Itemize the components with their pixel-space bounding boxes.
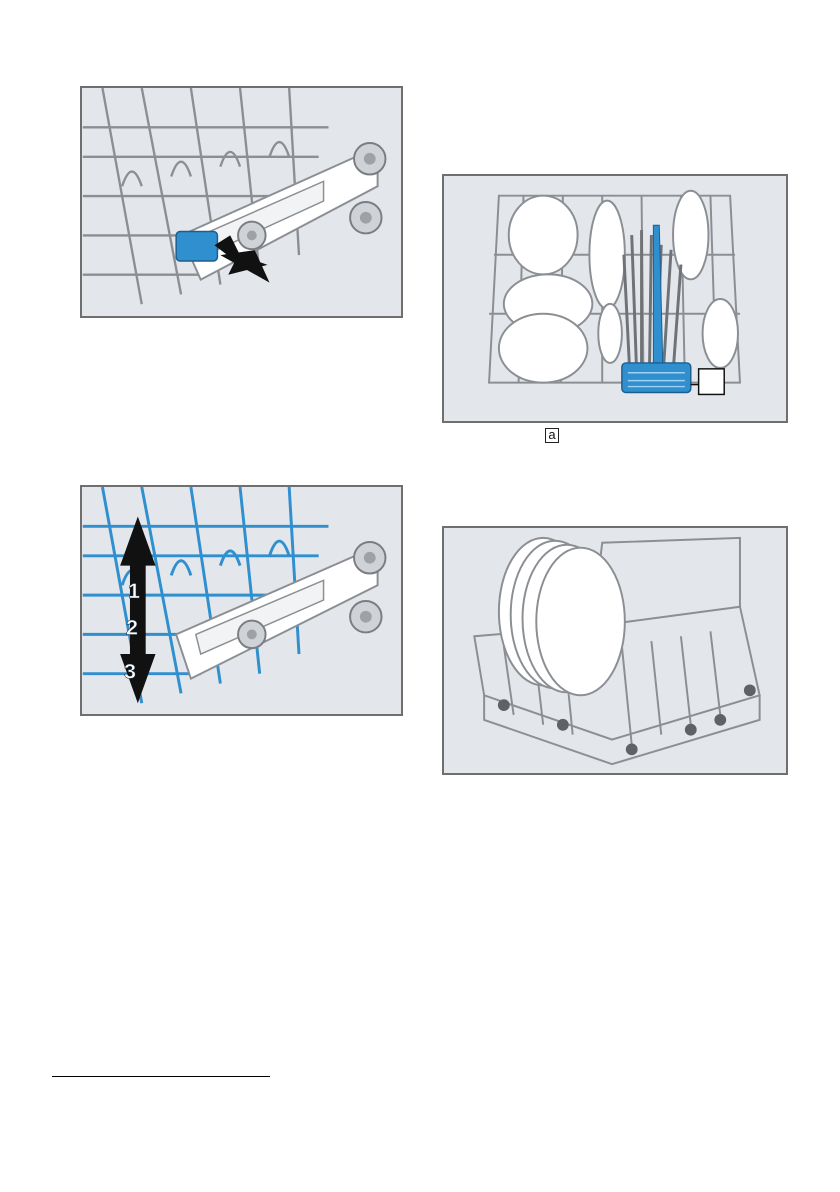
lower-basket-illustration — [442, 526, 788, 775]
position-2-label: 2 — [126, 614, 138, 639]
plates — [499, 538, 625, 695]
reference-label: a — [545, 428, 559, 443]
rail-height-illustration: 1 2 3 — [80, 485, 403, 716]
rail-release-drawing — [82, 88, 401, 316]
rail-height-drawing: 1 2 3 — [82, 487, 401, 714]
release-lever — [176, 231, 217, 260]
callout-box — [699, 369, 725, 395]
plates — [589, 191, 738, 368]
position-1-label: 1 — [128, 578, 140, 603]
cutlery — [624, 230, 681, 373]
footnote-rule — [52, 1076, 270, 1077]
cups-and-bowls — [499, 196, 592, 383]
rail-release-illustration — [80, 86, 403, 318]
cutlery-basket — [622, 363, 691, 393]
upper-basket-drawing — [444, 176, 786, 421]
lower-basket-drawing — [444, 528, 786, 773]
upper-basket-illustration — [442, 174, 788, 423]
position-3-label: 3 — [124, 659, 136, 684]
